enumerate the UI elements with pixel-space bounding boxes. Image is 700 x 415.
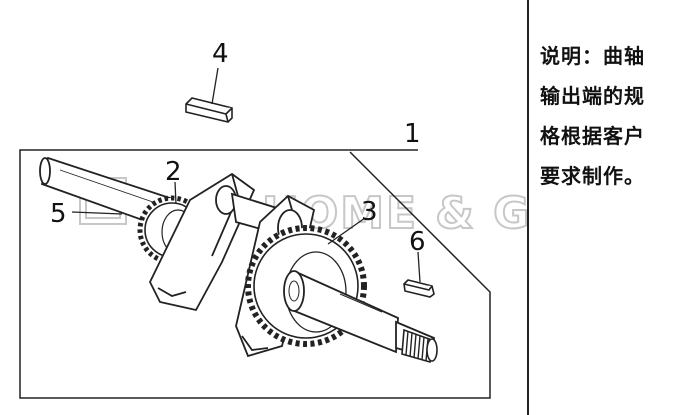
callout-1: 1 <box>404 119 421 149</box>
note-line: 输出端的规 <box>540 84 645 108</box>
assembly-frame <box>19 149 491 399</box>
note-line: 说明：曲轴 <box>540 44 645 68</box>
leader-lines <box>71 67 421 283</box>
leader-4 <box>211 67 219 105</box>
leader-2 <box>174 181 177 205</box>
leader-5 <box>71 211 123 215</box>
crankshaft-exploded-diagram: HOME & GARDEN <box>19 39 527 399</box>
callout-6: 6 <box>409 227 426 257</box>
leader-3 <box>327 217 366 245</box>
callout-4: 4 <box>212 39 229 69</box>
callout-5: 5 <box>50 199 67 229</box>
callout-2: 2 <box>165 157 182 187</box>
output-shaft <box>283 270 435 360</box>
leader-6 <box>417 251 421 283</box>
note-line: 要求制作。 <box>540 164 645 188</box>
note-line: 格根据客户 <box>540 124 645 148</box>
vertical-divider <box>527 0 529 415</box>
key-part-4 <box>185 97 233 123</box>
threaded-end <box>401 328 438 364</box>
key-part-6 <box>403 279 435 298</box>
note-panel: 说明：曲轴 输出端的规 格根据客户 要求制作。 <box>540 36 698 196</box>
callout-3: 3 <box>361 197 378 227</box>
